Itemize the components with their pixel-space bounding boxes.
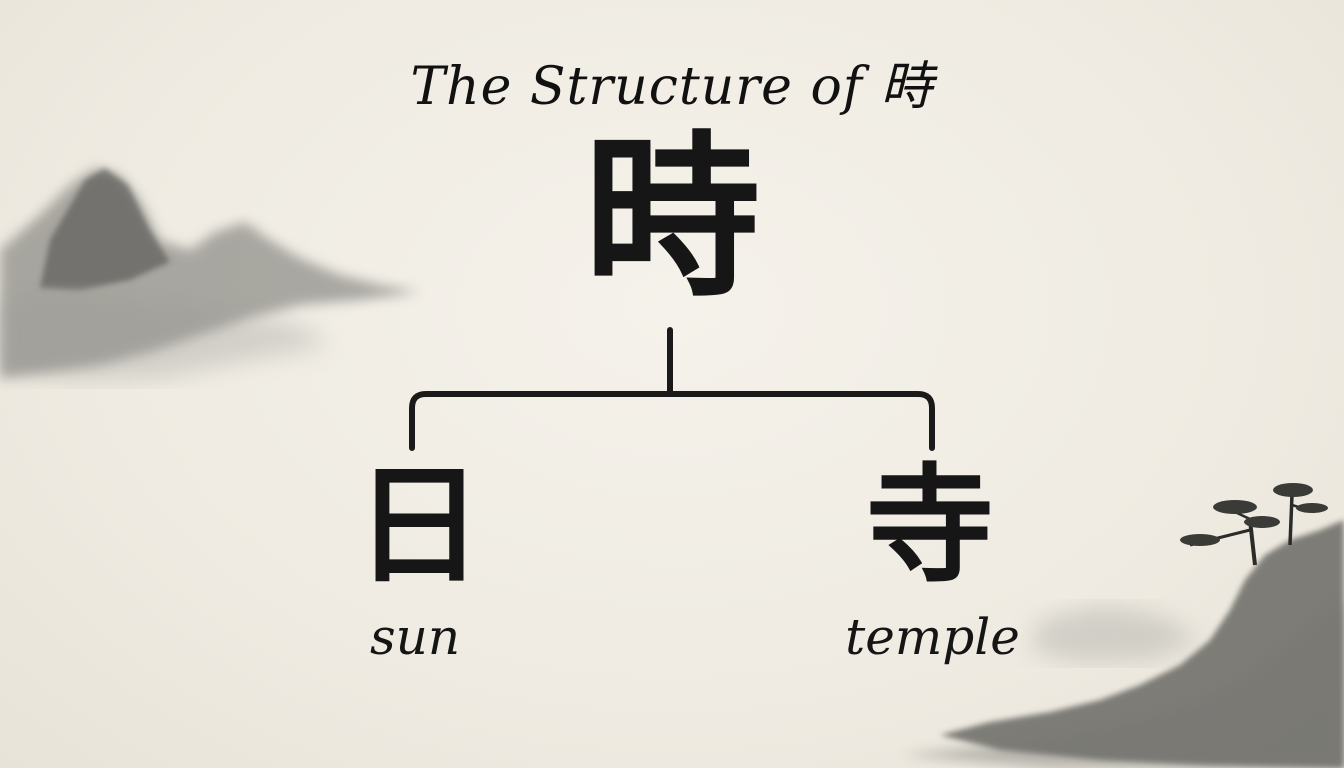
component-meaning-right: temple: [845, 608, 1020, 666]
left-mountain-icon: [0, 168, 420, 380]
diagram-title: The Structure of 時: [410, 57, 934, 117]
component-character-left: 日: [355, 451, 484, 601]
root-character: 時: [583, 114, 760, 321]
component-character-right: 寺: [865, 451, 994, 601]
right-cliff-icon: [900, 520, 1344, 768]
pine-tree-icon: [1180, 483, 1328, 566]
component-meaning-left: sun: [369, 608, 461, 666]
connector-branch: [409, 391, 935, 451]
